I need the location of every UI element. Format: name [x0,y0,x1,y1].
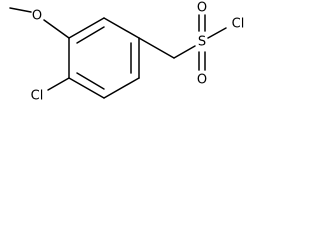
bond-ring-inner-double-3 [76,72,105,90]
bond-ring-2-3 [103,17,140,39]
bond-ring-1-2 [68,17,105,39]
atom-label-sulfonyl-oxygen-bottom: O [197,73,207,88]
atom-label-sulfonyl-oxygen-top: O [197,1,207,16]
atom-label-sulfur: S [198,35,206,50]
bond-ring-5-6 [68,77,105,99]
bond-ring-methylene [138,37,175,59]
atom-label-ring-chlorine: Cl [31,89,44,104]
bond-ring-inner-double-1 [76,26,105,44]
atom-label-sulfonyl-chlorine: Cl [232,17,245,32]
bond-methylene-sulfur [173,45,196,59]
bond-ring-chlorine [47,77,70,91]
bond-ring-4-5 [103,77,140,99]
atom-label-methoxy-oxygen: O [32,9,42,24]
bond-oxygen-ring [43,19,70,39]
bond-sulfur-chlorine [207,27,227,39]
bond-methyl-oxygen [9,7,32,13]
chemical-structure: O Cl S O O Cl [9,1,245,104]
